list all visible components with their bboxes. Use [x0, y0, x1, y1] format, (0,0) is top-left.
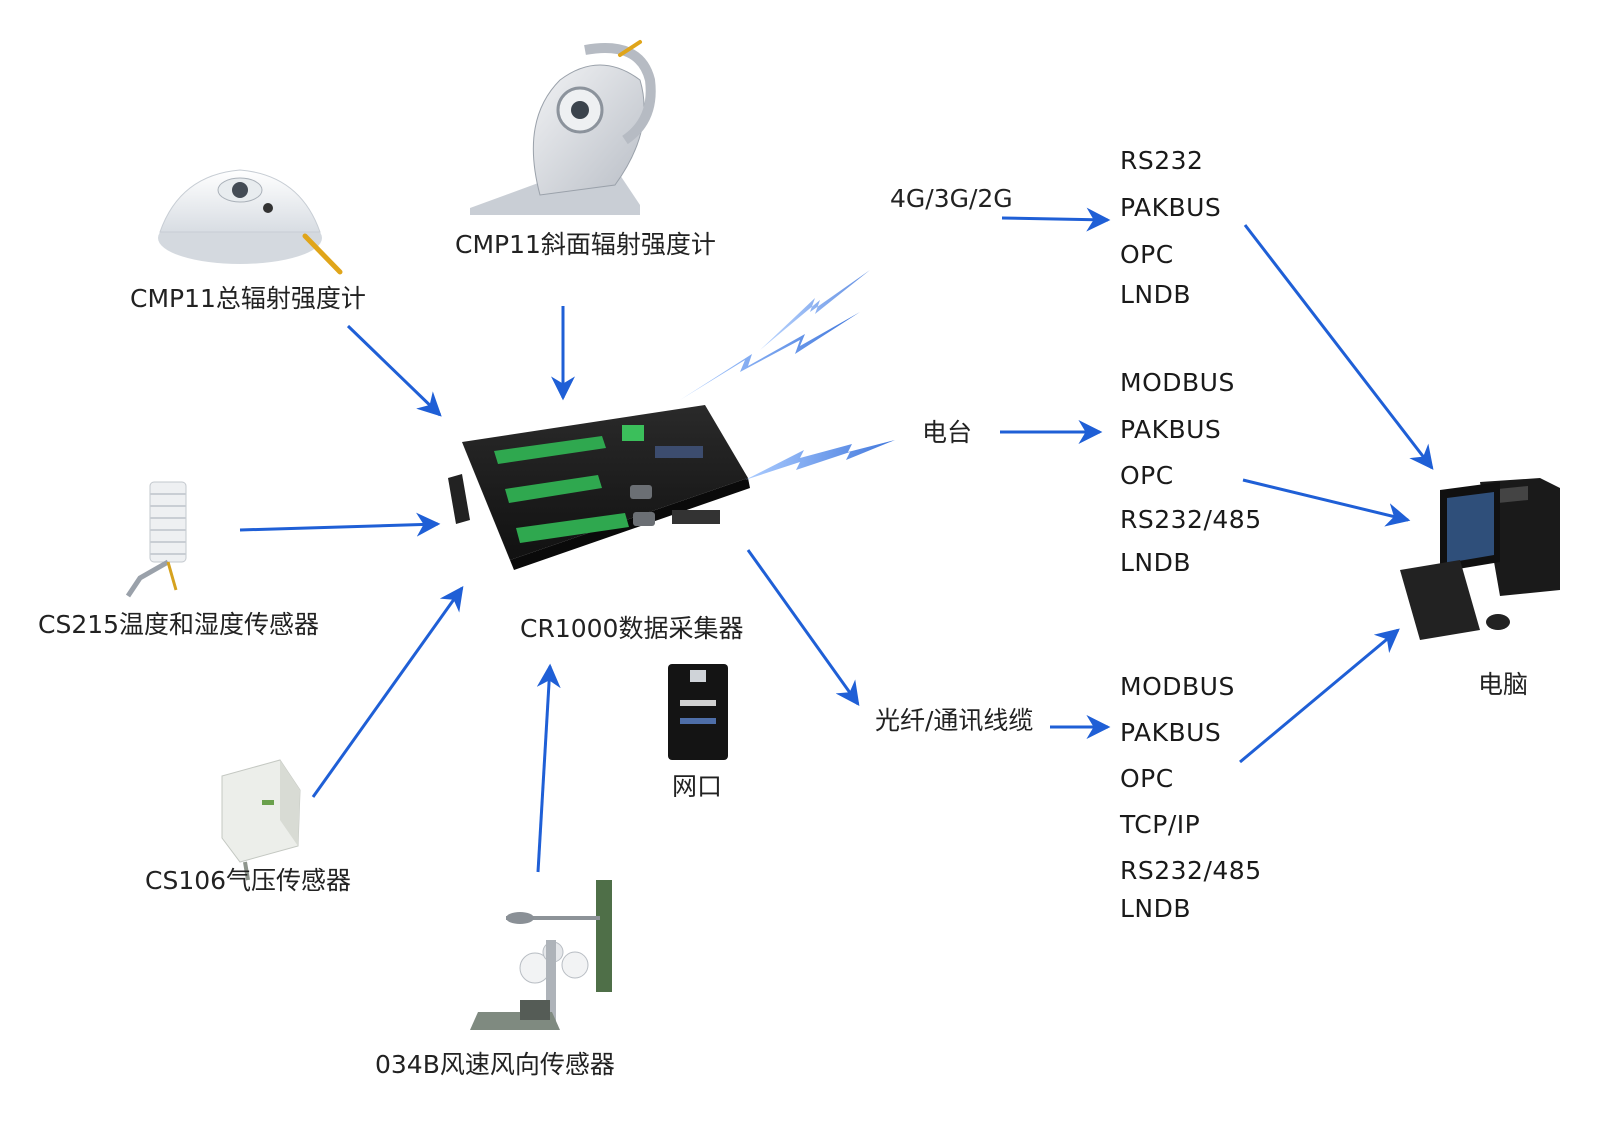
arrow-cs106 — [311, 586, 464, 798]
channel-arrows — [746, 207, 1111, 739]
label-anemometer: 034B风速风向传感器 — [375, 1050, 615, 1079]
arrow-cellular-protocols — [1001, 207, 1111, 232]
label-fiber: 光纤/通讯线缆 — [875, 706, 1034, 735]
protocol-fiber-3: OPC — [1120, 764, 1174, 793]
protocol-fiber-6: LNDB — [1120, 894, 1192, 923]
protocol-cellular-3: OPC — [1120, 240, 1174, 269]
protocol-fiber-4: TCP/IP — [1120, 810, 1201, 839]
label-radio: 电台 — [922, 418, 973, 447]
label-cmp11-tilt: CMP11斜面辐射强度计 — [455, 230, 716, 259]
wireless-bolt-icon — [680, 270, 895, 480]
datalogger-icon — [448, 405, 750, 570]
radiation-shield-icon — [125, 481, 187, 598]
protocol-radio-2: PAKBUS — [1120, 415, 1222, 444]
protocol-radio-5: LNDB — [1120, 548, 1192, 577]
arrow-cs215 — [239, 512, 441, 537]
protocol-radio-3: OPC — [1120, 461, 1174, 490]
sensor-arrows — [239, 306, 575, 873]
label-network-port: 网口 — [672, 772, 723, 801]
protocol-cellular-1: RS232 — [1120, 146, 1204, 175]
arrow-anemometer — [536, 663, 561, 873]
computer-arrows — [1239, 224, 1434, 764]
protocol-cellular-4: LNDB — [1120, 280, 1192, 309]
pyranometer-icon — [158, 169, 343, 275]
arrow-radio-computer — [1242, 478, 1411, 527]
label-cs215: CS215温度和湿度传感器 — [38, 610, 320, 639]
ethernet-module-icon — [668, 664, 728, 760]
protocol-fiber-5: RS232/485 — [1120, 856, 1262, 885]
protocol-fiber-2: PAKBUS — [1120, 718, 1222, 747]
protocol-radio-1: MODBUS — [1120, 368, 1235, 397]
protocol-fiber-1: MODBUS — [1120, 672, 1235, 701]
barometer-box-icon — [221, 759, 301, 881]
arrow-cmp11-global — [346, 324, 442, 417]
arrow-cellular-computer — [1243, 224, 1434, 470]
label-computer: 电脑 — [1478, 670, 1529, 699]
tilted-pyranometer-icon — [470, 40, 656, 215]
label-logger: CR1000数据采集器 — [520, 614, 744, 643]
arrow-fiber-computer — [1239, 628, 1400, 764]
protocol-radio-4: RS232/485 — [1120, 505, 1262, 534]
desktop-computer-icon — [1400, 478, 1560, 640]
label-cs106: CS106气压传感器 — [145, 866, 352, 895]
label-cmp11-global: CMP11总辐射强度计 — [130, 284, 366, 313]
anemometer-vane-icon — [470, 880, 612, 1030]
protocol-cellular-2: PAKBUS — [1120, 193, 1222, 222]
arrow-logger-fiber — [746, 549, 860, 706]
label-cellular: 4G/3G/2G — [890, 184, 1013, 213]
